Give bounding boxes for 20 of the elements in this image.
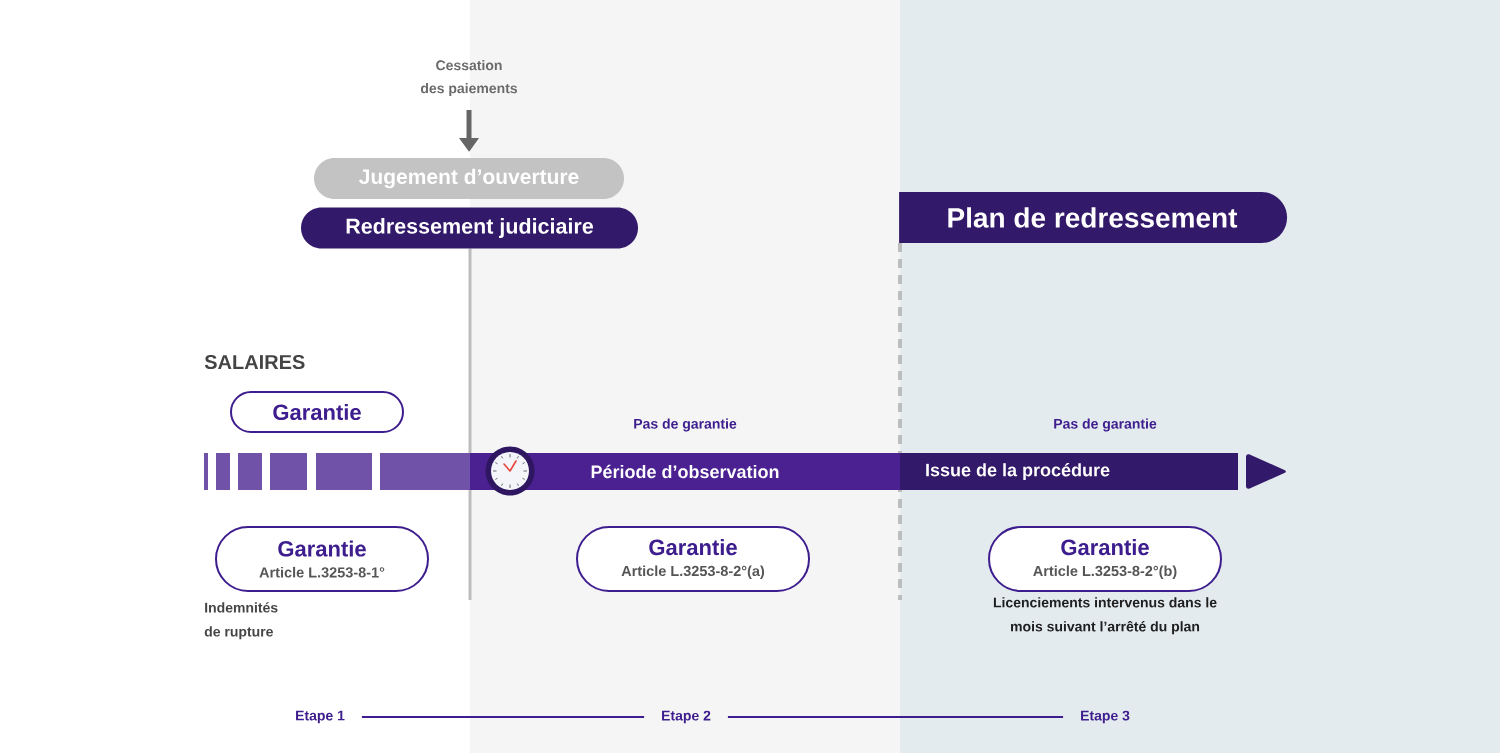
step-label: Etape 1	[296, 710, 345, 724]
status-pill: Jugement d’ouverture	[314, 158, 624, 199]
plan-banner: Plan de redressement	[899, 192, 1288, 243]
note-text: Indemnités de rupture	[204, 602, 278, 640]
timeline-band: Issue de la procédure	[900, 453, 1238, 490]
procedure-pill: Redressement judiciaire	[301, 207, 638, 249]
status-text: Pas de garantie	[634, 418, 737, 432]
step-label: Etape 3	[1081, 710, 1130, 724]
connector-line	[726, 716, 1065, 718]
timeline-band: Période d’observation	[470, 453, 900, 490]
annotation-text: Cessation des paiements	[420, 59, 518, 96]
guarantee-pill: Garantie	[230, 391, 404, 433]
guarantee-pill: Garantie Article L.3253-8-1°	[215, 526, 429, 592]
step-label: Etape 2	[662, 710, 711, 724]
connector-line	[360, 716, 646, 718]
status-text: Pas de garantie	[1054, 418, 1157, 432]
note-text: Licenciements intervenus dans le mois suivant l’arrêté du plan	[993, 597, 1217, 635]
section-heading: SALAIRES	[204, 354, 305, 370]
guarantee-pill: Garantie Article L.3253-8-2°(b)	[988, 526, 1222, 592]
guarantee-pill: Garantie Article L.3253-8-2°(a)	[576, 526, 810, 592]
